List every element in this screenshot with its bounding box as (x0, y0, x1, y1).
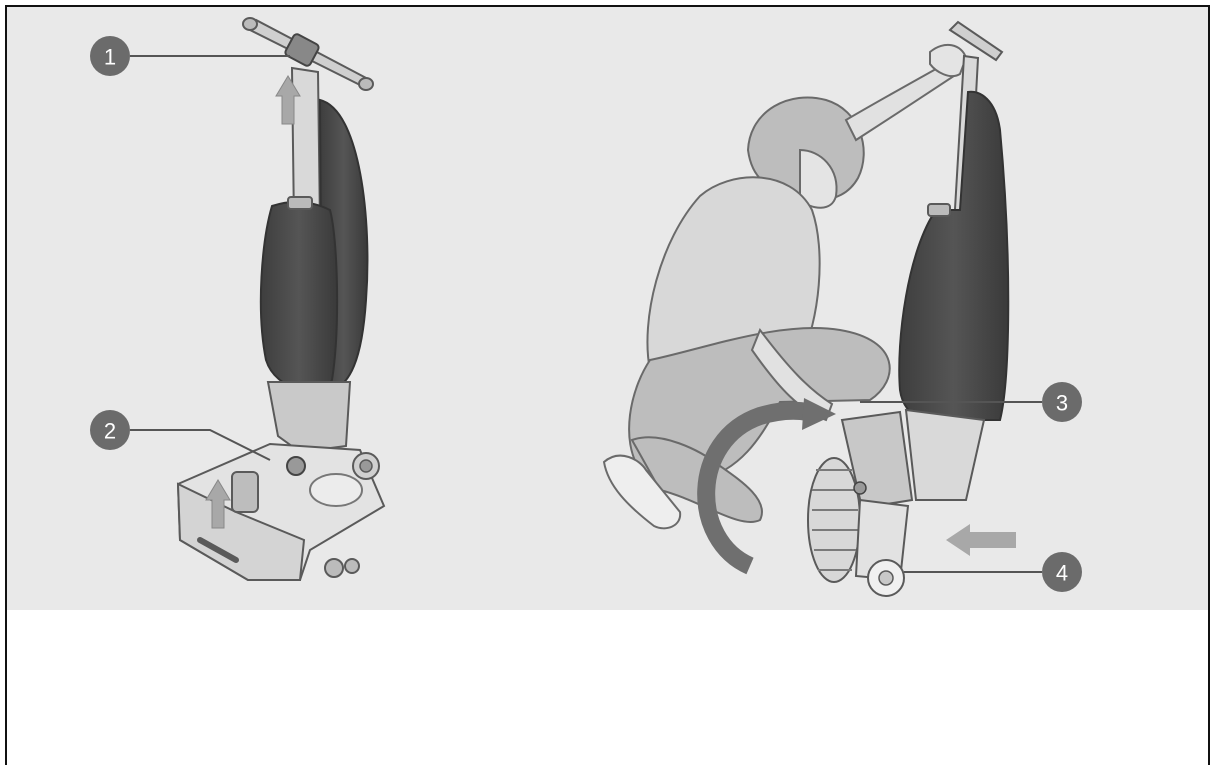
svg-text:1: 1 (104, 45, 116, 70)
svg-text:2: 2 (104, 419, 116, 444)
brush-disc (808, 458, 860, 582)
tilted-dust-bag (899, 92, 1008, 424)
machine-base (178, 444, 384, 580)
dust-bag-front (261, 202, 337, 390)
push-arrow (946, 524, 1016, 556)
callout-2: 2 (90, 410, 270, 460)
callout-4: 4 (904, 552, 1082, 592)
callout-1: 1 (90, 36, 290, 76)
svg-text:4: 4 (1056, 561, 1068, 586)
svg-text:3: 3 (1056, 391, 1068, 416)
left-floor-machine (178, 18, 384, 580)
